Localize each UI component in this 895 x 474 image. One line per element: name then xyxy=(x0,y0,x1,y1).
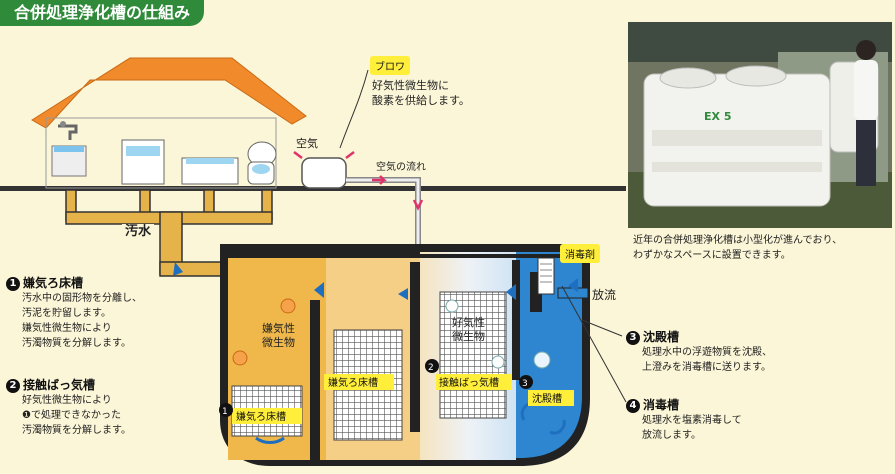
step-4-title: 消毒槽 xyxy=(643,398,680,412)
blower-callout-line xyxy=(339,69,369,149)
discharge-label: 放流 xyxy=(592,288,617,302)
chamber1a-label: 嫌気ろ床槽 xyxy=(236,410,286,423)
step-2-line: 汚濁物質を分解します。 xyxy=(22,425,131,436)
chamber2-tag xyxy=(436,374,512,390)
blower-desc-line: 酸素を供給します。 xyxy=(372,94,470,107)
step-1-number: 1 xyxy=(6,276,20,291)
step-4-line: 放流します。 xyxy=(642,430,701,441)
step-2-title: 接触ばっ気槽 xyxy=(23,378,96,392)
callout-4 xyxy=(561,285,627,403)
step-1-line: 嫌気性微生物により xyxy=(22,323,112,334)
marker-3-text: 3 xyxy=(522,379,528,389)
step-2-line: ❶で処理できなかった xyxy=(22,410,121,421)
sewage-label: 汚水 xyxy=(122,224,155,239)
step-3-number: 3 xyxy=(626,330,640,345)
air-flow-arrow xyxy=(372,175,388,185)
blower-icon xyxy=(301,157,347,189)
chamber1a-tag xyxy=(232,408,302,424)
microbe-icon xyxy=(232,350,248,366)
step-3-title: 沈殿槽 xyxy=(643,330,680,344)
marker-1-text: 1 xyxy=(222,407,228,417)
tank-mark: EX 5 xyxy=(704,110,732,123)
step-3-line: 上澄みを消毒槽に送ります。 xyxy=(642,362,771,373)
step-1-line: 汚泥を貯留します。 xyxy=(22,308,111,319)
anaerobic-microbe-label-1: 嫌気性 xyxy=(262,321,295,335)
blower-desc-line: 好気性微生物に xyxy=(372,79,449,92)
anaerobic-microbe-label-2: 微生物 xyxy=(262,335,295,349)
page-title: 合併処理浄化槽の仕組み xyxy=(0,0,205,26)
microbe-icon xyxy=(491,355,505,369)
marker-1 xyxy=(219,403,233,417)
marker-2-text: 2 xyxy=(428,363,434,373)
step-2-number: 2 xyxy=(6,378,20,393)
step-4-line: 処理水を塩素消毒して xyxy=(642,415,742,426)
callout-3 xyxy=(581,319,623,337)
photo-caption: 近年の合併処理浄化槽は小型化が進んでおり、 わずかなスペースに設置できます。 xyxy=(633,233,888,263)
air-in-arrow-left xyxy=(293,151,303,159)
tank-flow-arrows xyxy=(255,278,578,444)
step-3-line: 処理水中の浮遊物質を沈殿、 xyxy=(642,347,772,358)
faucet-icon xyxy=(58,124,78,140)
marker-2 xyxy=(425,359,439,373)
house-roof xyxy=(31,57,307,129)
aerobic-microbe-label-1: 好気性 xyxy=(452,315,485,329)
chamber3-tag xyxy=(528,390,574,406)
tank-photo-illustration xyxy=(628,22,892,228)
photo-caption-line: わずかなスペースに設置できます。 xyxy=(633,250,791,261)
house xyxy=(31,57,307,189)
step-2-line: 好気性微生物により xyxy=(22,395,112,406)
microbe-icon xyxy=(533,351,551,369)
step-4-number: 4 xyxy=(626,398,640,413)
blower-desc: 好気性微生物に 酸素を供給します。 xyxy=(372,78,470,108)
chamber1b-label: 嫌気ろ床槽 xyxy=(328,376,378,389)
step-1-title: 嫌気ろ床槽 xyxy=(23,276,84,290)
microbe-icon xyxy=(445,299,459,313)
blower-tag: ブロワ xyxy=(370,56,410,75)
step-1-line: 汚水中の固形物を分離し、 xyxy=(22,293,142,304)
discharge-pipe xyxy=(557,287,589,299)
step-1-line: 汚濁物質を分解します。 xyxy=(22,338,131,349)
tank-photo: EX 5 xyxy=(628,22,892,228)
contact-media xyxy=(439,291,507,419)
air-in-arrow-right xyxy=(345,151,355,159)
chamber2-label: 接触ばっ気槽 xyxy=(439,376,499,389)
chamber1b-tag xyxy=(324,374,394,390)
microbe-icon xyxy=(280,298,296,314)
air-flow-label: 空気の流れ xyxy=(376,162,426,173)
aerobic-microbe-label-2: 微生物 xyxy=(452,329,485,343)
photo-caption-line: 近年の合併処理浄化槽は小型化が進んでおり、 xyxy=(633,235,843,246)
marker-3 xyxy=(519,375,533,389)
air-label: 空気 xyxy=(296,137,318,150)
disinfectant-tag: 消毒剤 xyxy=(560,244,600,263)
chamber3-label: 沈殿槽 xyxy=(532,392,562,405)
